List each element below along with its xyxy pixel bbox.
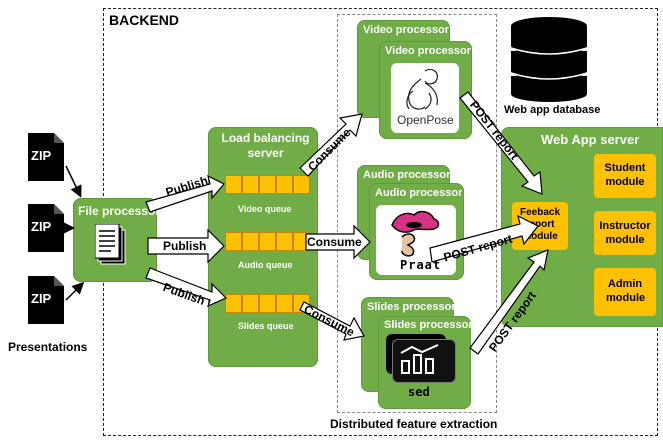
post-video-arrow	[459, 91, 543, 195]
publish-video-arrow	[145, 174, 225, 213]
consume-audio-arrow	[305, 224, 371, 260]
video-queue	[225, 175, 310, 194]
load-balancing-server: Load balancing server Video queue Audio …	[208, 127, 318, 367]
consume-audio-label: Consume	[307, 235, 362, 249]
sed-logo: sed	[386, 334, 462, 406]
post-slides-arrow	[469, 249, 549, 355]
praat-icon	[391, 210, 440, 257]
database-icon	[510, 17, 588, 102]
lb-server-title: Load balancing server	[221, 131, 310, 160]
publish-slides-arrow	[145, 267, 228, 308]
zip-label: ZIP	[31, 148, 52, 163]
file-processor-title: File processor	[78, 204, 161, 218]
sed-label: sed	[408, 385, 430, 399]
student-module: Student module	[594, 154, 656, 198]
consume-slides-arrow	[299, 301, 365, 341]
zip-file-icon	[28, 133, 64, 181]
zip1-arrow	[65, 165, 82, 198]
student-module-label: Student module	[604, 162, 646, 188]
bar-chart-icon	[400, 344, 439, 374]
slides-processor: Slides processor sed	[378, 316, 473, 409]
db-label: Web app database	[504, 104, 601, 116]
webapp-server: Web App server Feeback report module Stu…	[501, 127, 663, 327]
slides-queue-label: Slides queue	[238, 321, 294, 331]
slides-processor-title: Slides processor	[367, 301, 456, 313]
audio-processor-title: Audio processor	[363, 169, 451, 181]
distributed-label: Distributed feature extraction	[330, 417, 498, 431]
instructor-module: Instructor module	[594, 211, 656, 255]
publish-audio-arrow	[147, 228, 225, 264]
zip-file-1: ZIP	[28, 133, 64, 181]
zip-file-3: ZIP	[28, 276, 64, 324]
video-processor-title: Video processor	[385, 45, 471, 57]
openpose-logo: OpenPose	[391, 63, 459, 133]
publish-audio-label: Publish	[163, 239, 207, 253]
file-processor: File processor	[73, 198, 161, 282]
presentations-label: Presentations	[8, 340, 88, 354]
zip-file-icon	[28, 204, 64, 252]
zip3-arrow	[65, 281, 85, 301]
video-processor: Video processor OpenPose	[379, 41, 472, 139]
video-queue-label: Video queue	[238, 204, 292, 214]
zip-file-2: ZIP	[28, 204, 64, 252]
documents-icon	[95, 224, 126, 265]
praat-label: Praat	[400, 258, 442, 272]
praat-logo: Praat	[376, 205, 456, 275]
zip-label: ZIP	[31, 291, 52, 306]
consume-video-arrow	[299, 113, 363, 177]
slides-queue	[225, 294, 310, 313]
distributed-boundary	[337, 14, 497, 413]
audio-processor: Audio processor Praat	[369, 183, 464, 280]
backend-label: BACKEND	[109, 12, 179, 28]
zip-label: ZIP	[31, 219, 52, 234]
instructor-module-label: Instructor module	[599, 220, 651, 246]
slides-processor-title: Slides processor	[384, 319, 473, 331]
admin-module-label: Admin module	[606, 278, 646, 304]
zip-file-icon	[28, 276, 64, 324]
video-processor-title: Video processor	[363, 24, 449, 36]
pose-figure-icon	[406, 68, 438, 110]
webapp-server-title: Web App server	[541, 132, 640, 147]
audio-queue-label: Audio queue	[238, 260, 293, 270]
audio-processor-title: Audio processor	[375, 187, 463, 199]
openpose-label: OpenPose	[397, 113, 454, 127]
admin-module: Admin module	[594, 268, 656, 316]
feedback-module-label: Feeback report module	[519, 207, 561, 242]
post-audio-arrow	[429, 214, 539, 263]
